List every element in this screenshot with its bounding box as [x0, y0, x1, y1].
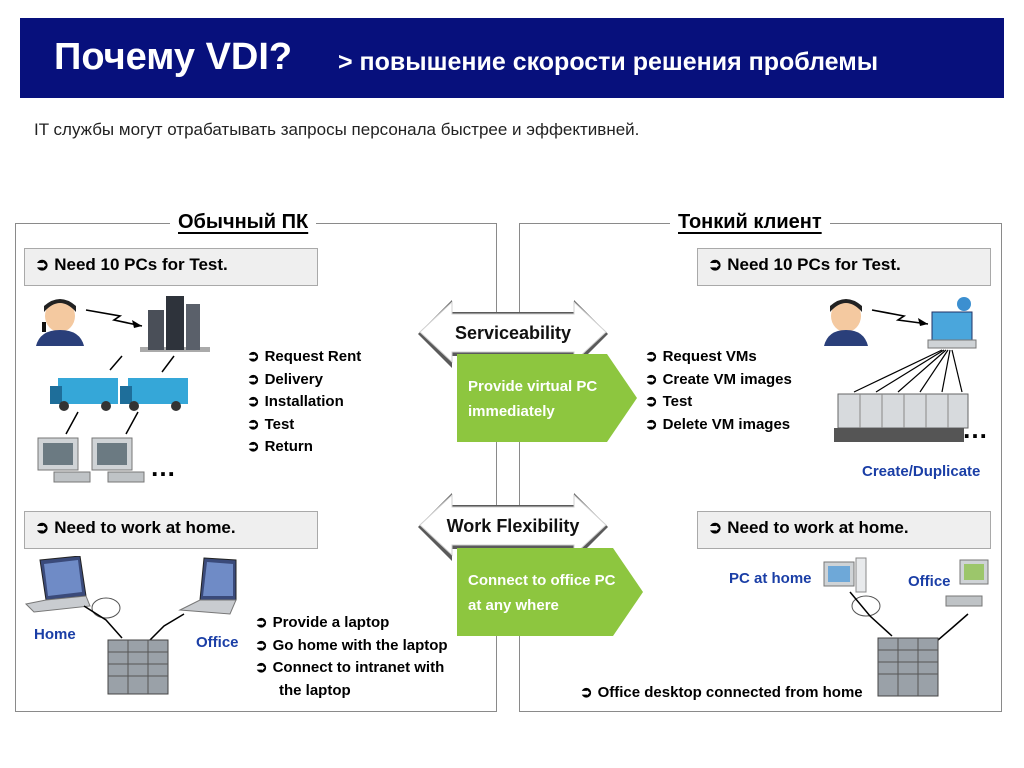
arrow-icon: ➲ — [645, 348, 658, 365]
list-item: ➲Request Rent — [247, 348, 362, 365]
need-home-label: Need to work at home. — [727, 518, 909, 537]
user-icon — [824, 299, 868, 346]
right-home-step: ➲Office desktop connected from home — [580, 682, 863, 705]
list-item: ➲Test — [645, 393, 693, 410]
flexibility-desc: Connect to office PC at any where — [468, 572, 616, 614]
arrow-icon: ➲ — [35, 255, 50, 274]
create-duplicate-label: Create/Duplicate — [862, 463, 981, 480]
right-panel-title: Тонкий клиент — [670, 211, 830, 234]
need-test-label: Need 10 PCs for Test. — [54, 255, 228, 274]
desktop-pc-icon — [823, 557, 867, 593]
left-home-steps: ➲Provide a laptop ➲Go home with the lapt… — [255, 612, 448, 702]
serviceability-desc: Provide virtual PC immediately — [468, 378, 598, 420]
arrow-icon: ➲ — [708, 255, 723, 274]
list-item: ➲Delivery — [247, 370, 323, 388]
right-home-illustration — [823, 557, 989, 697]
page-subtitle: > повышение скорости решения проблемы — [338, 48, 879, 76]
list-item: ➲Office desktop connected from home — [580, 684, 863, 701]
desktop-pc-icon — [91, 437, 145, 483]
left-need-test-box: ➲Need 10 PCs for Test. — [24, 248, 318, 286]
flexibility-arrow — [418, 493, 608, 561]
cloud-icon — [91, 597, 121, 619]
pc-at-home-label: PC at home — [729, 570, 812, 587]
truck-icon — [50, 378, 118, 411]
left-need-home-box: ➲Need to work at home. — [24, 511, 318, 549]
list-item: ➲Test — [247, 415, 295, 433]
flexibility-label: Work Flexibility — [446, 516, 580, 536]
right-test-steps: ➲Request VMs ➲Create VM images ➲Test ➲De… — [645, 346, 792, 436]
server-cluster-icon — [107, 639, 169, 695]
serviceability-box — [457, 354, 637, 442]
list-item: ➲Request VMs — [645, 348, 757, 365]
arrow-icon: ➲ — [247, 348, 260, 365]
right-need-home-box: ➲Need to work at home. — [697, 511, 991, 549]
desktop-pc-icon — [37, 437, 91, 483]
user-icon — [36, 299, 84, 346]
title-banner: Почему VDI? > повышение скорости решения… — [20, 18, 1004, 98]
office-label-right: Office — [908, 573, 951, 590]
server-rack-icon — [834, 393, 969, 442]
list-item: ➲Go home with the laptop — [255, 636, 448, 654]
list-item: ➲Delete VM images — [645, 415, 791, 433]
flexibility-box — [457, 548, 643, 636]
list-item: ➲Installation — [247, 393, 344, 410]
admin-workstation-icon — [927, 297, 977, 349]
office-label: Office — [196, 634, 239, 651]
desktop-pc-icon — [945, 559, 989, 607]
right-test-illustration — [824, 297, 977, 442]
building-icon — [140, 296, 210, 352]
serviceability-label: Serviceability — [454, 323, 572, 343]
arrow-icon: ➲ — [645, 415, 658, 433]
need-home-label: Need to work at home. — [54, 518, 236, 537]
page-title: Почему VDI? — [54, 36, 293, 78]
list-item: ➲Return — [247, 438, 313, 455]
server-cluster-icon — [877, 637, 939, 697]
cloud-icon — [851, 595, 881, 617]
intro-text: IT службы могут отрабатывать запросы пер… — [34, 120, 640, 139]
laptop-icon — [178, 557, 237, 615]
arrow-icon: ➲ — [35, 518, 50, 537]
arrow-icon: ➲ — [247, 393, 260, 410]
left-test-steps: ➲Request Rent ➲Delivery ➲Installation ➲T… — [247, 346, 361, 459]
arrow-icon: ➲ — [708, 518, 723, 537]
left-panel-title: Обычный ПК — [170, 211, 317, 234]
arrow-icon: ➲ — [255, 636, 268, 654]
list-item: ➲Create VM images — [645, 370, 792, 388]
arrow-icon: ➲ — [247, 415, 260, 433]
left-home-illustration — [24, 556, 237, 695]
arrow-icon: ➲ — [645, 370, 658, 388]
arrow-icon: ➲ — [247, 438, 260, 455]
need-test-label: Need 10 PCs for Test. — [727, 255, 901, 274]
arrow-icon: ➲ — [255, 614, 268, 631]
arrow-icon: ➲ — [580, 684, 593, 701]
arrow-icon: ➲ — [247, 370, 260, 388]
list-item: the laptop — [279, 681, 351, 699]
ellipsis: … — [150, 452, 176, 482]
list-item: ➲Connect to intranet with — [255, 659, 445, 676]
left-test-illustration — [36, 296, 210, 483]
arrow-icon: ➲ — [255, 659, 268, 676]
arrow-icon: ➲ — [645, 393, 658, 410]
truck-icon — [120, 378, 188, 411]
serviceability-arrow — [418, 300, 608, 368]
home-label: Home — [34, 626, 76, 643]
right-need-test-box: ➲Need 10 PCs for Test. — [697, 248, 991, 286]
list-item: ➲Provide a laptop — [255, 614, 390, 631]
laptop-icon — [24, 556, 91, 613]
